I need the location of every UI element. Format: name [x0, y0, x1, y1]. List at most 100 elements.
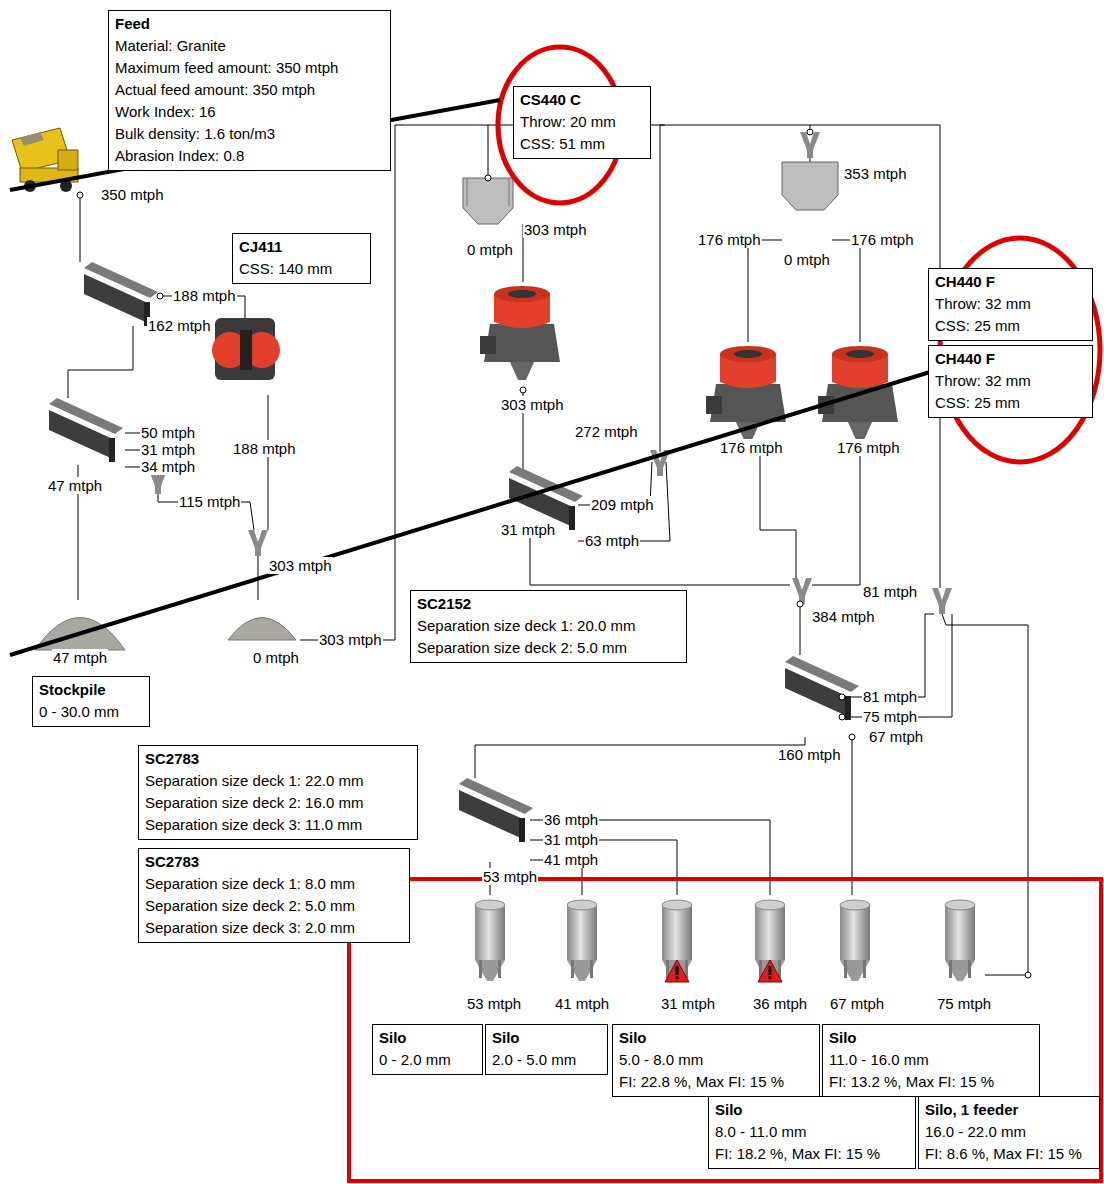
- box-heading: SC2783: [145, 851, 403, 873]
- flow-rate: 303 mtph: [318, 631, 383, 648]
- box-heading: Silo: [715, 1099, 909, 1121]
- flow-rate: 53 mtph: [482, 868, 538, 885]
- box-heading: CH440 F: [935, 271, 1086, 293]
- box-line: CSS: 25 mm: [935, 392, 1086, 414]
- box-heading: CS440 C: [520, 89, 644, 111]
- box-line: FI: 8.6 %, Max FI: 15 %: [925, 1143, 1093, 1165]
- flow-rate: 81 mtph: [862, 583, 918, 600]
- flow-rate: 0 mtph: [252, 649, 300, 666]
- box-line: CSS: 140 mm: [239, 258, 364, 280]
- box-line: CSS: 51 mm: [520, 133, 644, 155]
- box-line: CSS: 25 mm: [935, 315, 1086, 337]
- info-box: CJ411CSS: 140 mm: [232, 233, 371, 284]
- info-box: CH440 FThrow: 32 mmCSS: 25 mm: [928, 268, 1093, 341]
- flow-rate: 36 mtph: [752, 995, 808, 1012]
- box-line: 0 - 30.0 mm: [39, 701, 143, 723]
- flow-rate: 75 mtph: [936, 995, 992, 1012]
- flow-rate: 50 mtph: [140, 424, 196, 441]
- flow-rate: 31 mtph: [140, 441, 196, 458]
- box-line: Throw: 32 mm: [935, 293, 1086, 315]
- flow-rate: 353 mtph: [843, 165, 908, 182]
- flow-rate: 47 mtph: [52, 649, 108, 666]
- info-box: Silo, 1 feeder16.0 - 22.0 mmFI: 8.6 %, M…: [918, 1096, 1100, 1169]
- info-box: FeedMaterial: GraniteMaximum feed amount…: [108, 10, 391, 171]
- box-line: Separation size deck 3: 11.0 mm: [145, 814, 411, 836]
- flow-rate: 75 mtph: [862, 708, 918, 725]
- box-line: Separation size deck 2: 5.0 mm: [145, 895, 403, 917]
- flow-rate: 67 mtph: [829, 995, 885, 1012]
- flow-rate: 176 mtph: [850, 231, 915, 248]
- box-line: Abrasion Index: 0.8: [115, 145, 384, 167]
- box-heading: CJ411: [239, 236, 364, 258]
- info-box: Silo0 - 2.0 mm: [372, 1024, 483, 1075]
- flow-rate: 41 mtph: [554, 995, 610, 1012]
- flow-rate: 188 mtph: [232, 440, 297, 457]
- box-line: Separation size deck 1: 22.0 mm: [145, 770, 411, 792]
- flow-rate: 53 mtph: [466, 995, 522, 1012]
- flow-rate: 31 mtph: [500, 521, 556, 538]
- flow-rate: 81 mtph: [862, 688, 918, 705]
- flow-rate: 34 mtph: [140, 458, 196, 475]
- flow-rate: 188 mtph: [172, 287, 237, 304]
- flow-rate: 31 mtph: [543, 831, 599, 848]
- info-box: Stockpile0 - 30.0 mm: [32, 676, 150, 727]
- flow-rate: 272 mtph: [574, 423, 639, 440]
- box-line: 8.0 - 11.0 mm: [715, 1121, 909, 1143]
- box-heading: Silo: [492, 1027, 601, 1049]
- box-line: Actual feed amount: 350 mtph: [115, 79, 384, 101]
- box-line: Separation size deck 2: 5.0 mm: [417, 637, 680, 659]
- flow-rate: 31 mtph: [660, 995, 716, 1012]
- box-line: FI: 13.2 %, Max FI: 15 %: [829, 1071, 1033, 1093]
- box-heading: SC2783: [145, 748, 411, 770]
- flow-rate: 176 mtph: [836, 439, 901, 456]
- info-box: SC2783Separation size deck 1: 22.0 mmSep…: [138, 745, 418, 840]
- flow-rate: 303 mtph: [500, 396, 565, 413]
- box-heading: Silo: [619, 1027, 813, 1049]
- info-box: Silo11.0 - 16.0 mmFI: 13.2 %, Max FI: 15…: [822, 1024, 1040, 1097]
- box-line: Separation size deck 1: 8.0 mm: [145, 873, 403, 895]
- box-heading: SC2152: [417, 593, 680, 615]
- flow-rate: 384 mtph: [811, 608, 876, 625]
- info-box: Silo5.0 - 8.0 mmFI: 22.8 %, Max FI: 15 %: [612, 1024, 820, 1097]
- flow-rate: 176 mtph: [697, 231, 762, 248]
- flow-rate: 162 mtph: [147, 317, 212, 334]
- box-line: 11.0 - 16.0 mm: [829, 1049, 1033, 1071]
- box-heading: CH440 F: [935, 348, 1086, 370]
- flow-rate: 350 mtph: [100, 186, 165, 203]
- box-line: 2.0 - 5.0 mm: [492, 1049, 601, 1071]
- box-line: 0 - 2.0 mm: [379, 1049, 476, 1071]
- flow-rate: 63 mtph: [584, 532, 640, 549]
- box-line: FI: 18.2 %, Max FI: 15 %: [715, 1143, 909, 1165]
- box-line: Separation size deck 1: 20.0 mm: [417, 615, 680, 637]
- flow-rate: 0 mtph: [466, 241, 514, 258]
- info-box: CS440 CThrow: 20 mmCSS: 51 mm: [513, 86, 651, 159]
- box-heading: Silo, 1 feeder: [925, 1099, 1093, 1121]
- flow-rate: 115 mtph: [178, 493, 241, 510]
- box-line: Work Index: 16: [115, 101, 384, 123]
- flow-rate: 303 mtph: [268, 557, 333, 574]
- flow-rate: 160 mtph: [777, 746, 842, 763]
- info-box: SC2152Separation size deck 1: 20.0 mmSep…: [410, 590, 687, 663]
- flow-rate: 0 mtph: [783, 251, 831, 268]
- flow-rate: 67 mtph: [868, 728, 924, 745]
- box-line: Throw: 32 mm: [935, 370, 1086, 392]
- flow-rate: 47 mtph: [47, 477, 103, 494]
- box-line: Separation size deck 3: 2.0 mm: [145, 917, 403, 939]
- box-line: 5.0 - 8.0 mm: [619, 1049, 813, 1071]
- box-line: Bulk density: 1.6 ton/m3: [115, 123, 384, 145]
- box-line: Throw: 20 mm: [520, 111, 644, 133]
- box-line: 16.0 - 22.0 mm: [925, 1121, 1093, 1143]
- flow-rate: 36 mtph: [543, 811, 599, 828]
- box-line: Separation size deck 2: 16.0 mm: [145, 792, 411, 814]
- flow-rate: 209 mtph: [590, 496, 655, 513]
- box-line: Maximum feed amount: 350 mtph: [115, 57, 384, 79]
- flow-rate: 176 mtph: [719, 439, 784, 456]
- flow-rate: 41 mtph: [543, 851, 599, 868]
- info-box: Silo8.0 - 11.0 mmFI: 18.2 %, Max FI: 15 …: [708, 1096, 916, 1169]
- box-heading: Silo: [379, 1027, 476, 1049]
- info-box: SC2783Separation size deck 1: 8.0 mmSepa…: [138, 848, 410, 943]
- info-box: Silo2.0 - 5.0 mm: [485, 1024, 608, 1075]
- info-box: CH440 FThrow: 32 mmCSS: 25 mm: [928, 345, 1093, 418]
- box-heading: Silo: [829, 1027, 1033, 1049]
